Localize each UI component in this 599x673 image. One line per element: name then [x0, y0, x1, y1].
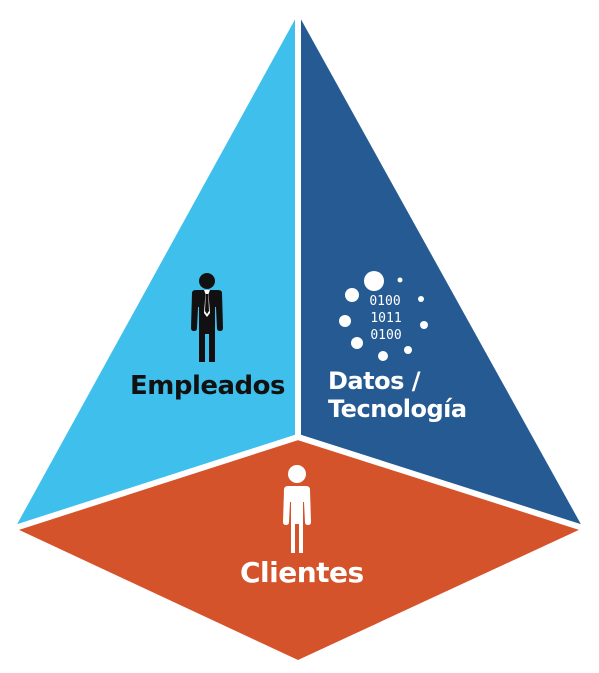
label-datos-tecnologia: Datos / Tecnología [328, 367, 467, 423]
binary-data-icon: 0100 1011 0100 [339, 271, 428, 361]
label-datos-line1: Datos / [328, 367, 420, 395]
binary-row: 0100 [369, 294, 400, 309]
binary-row: 0100 [370, 328, 401, 343]
label-datos-line2: Tecnología [328, 394, 467, 423]
person-icon [283, 465, 311, 553]
businessman-icon [191, 273, 223, 362]
label-empleados: Empleados [130, 371, 286, 401]
face-datos-tecnologia [298, 14, 583, 528]
binary-row: 1011 [370, 311, 401, 326]
face-empleados [15, 14, 298, 528]
label-clientes: Clientes [240, 556, 364, 589]
